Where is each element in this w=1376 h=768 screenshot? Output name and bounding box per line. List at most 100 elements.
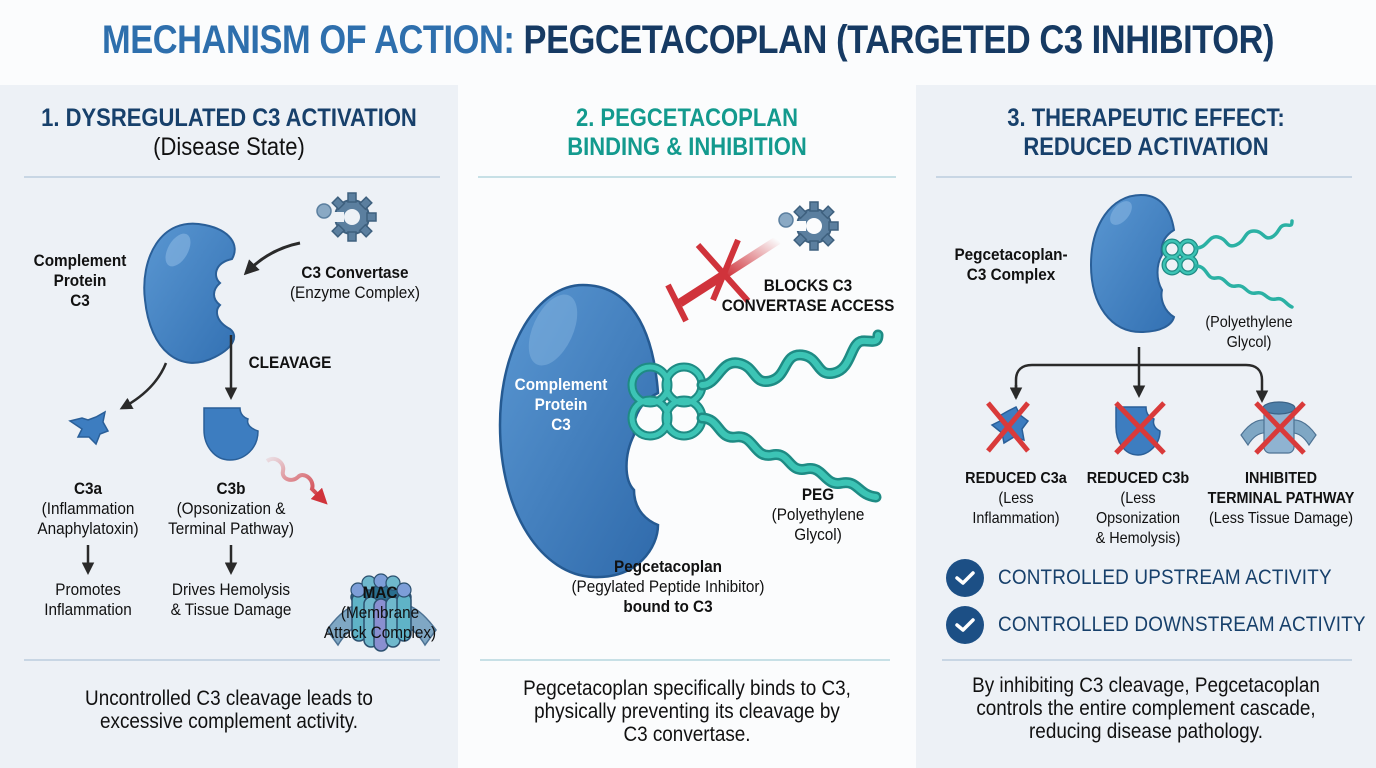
outcome-name: INHIBITED [1245,470,1317,487]
check-text: CONTROLLED DOWNSTREAM ACTIVITY [998,613,1366,636]
blocks-label-line: BLOCKS C3 [763,276,853,295]
heading-line: 3. THERAPEUTIC EFFECT: [1007,104,1285,132]
pegcetacoplan-label: Pegcetacoplan (Pegylated Peptide Inhibit… [551,557,785,617]
c3-label-line: Protein [53,271,107,290]
check-item-downstream: CONTROLLED DOWNSTREAM ACTIVITY [946,606,1376,644]
divider [480,659,890,661]
page-title: MECHANISM OF ACTION: PEGCETACOPLAN (TARG… [96,18,1279,63]
c3a-effect-line: Promotes [55,580,121,599]
panel-disease-state: 1. DYSREGULATED C3 ACTIVATION (Disease S… [0,85,458,768]
panel-2-diagram [498,201,884,579]
footer-line: Uncontrolled C3 cleavage leads to [85,687,373,710]
peg-name: PEG [801,485,835,504]
c3a-name: C3a [73,479,103,498]
complex-label: Pegcetacoplan- C3 Complex [944,245,1079,285]
complex-label-line: C3 Complex [966,265,1056,284]
c3a-fragment-shape [68,410,110,446]
footer-line: By inhibiting C3 cleavage, Pegcetacoplan [972,674,1320,697]
reduced-c3a-icon [986,401,1030,453]
c3b-effect-line: Drives Hemolysis [171,580,291,599]
footer-line: C3 convertase. [623,723,751,746]
c3b-fragment-shape [203,407,259,461]
check-item-upstream: CONTROLLED UPSTREAM ACTIVITY [946,559,1369,597]
panel-1-heading: 1. DYSREGULATED C3 ACTIVATION (Disease S… [27,104,430,162]
red-activation-arrow [265,456,328,505]
peg-chain-icon [696,329,884,503]
convertase-gear-icon [778,201,839,251]
outcome-desc: (Less [1120,490,1156,507]
peptide-knot-icon [1162,239,1198,275]
c3-label: Complement Protein C3 [26,251,134,311]
divider [936,176,1352,178]
mac-pore-icon [326,573,437,652]
title-part-1: MECHANISM OF ACTION: [101,18,515,62]
convertase-name: C3 Convertase [301,263,409,282]
drug-desc: (Pegylated Peptide Inhibitor) [571,577,765,596]
c3b-name: C3b [216,479,246,498]
highlight [1110,201,1132,225]
mac-desc: Attack Complex) [323,623,437,642]
divider [942,659,1352,661]
panel-3-footer: By inhibiting C3 cleavage, Pegcetacoplan… [939,674,1353,743]
c3a-effect: Promotes Inflammation [27,580,149,620]
panel-binding-inhibition: 2. PEGCETACOPLAN BINDING & INHIBITION [458,85,916,768]
reduced-c3b-icon [1114,401,1166,456]
panel-3-diagram [986,193,1317,456]
outcome-inhibited-terminal: INHIBITED TERMINAL PATHWAY (Less Tissue … [1205,469,1358,529]
peg-desc: (Polyethylene [771,505,865,524]
panel-2-footer: Pegcetacoplan specifically binds to C3, … [481,677,893,746]
outcome-name: REDUCED C3a [965,470,1067,487]
heading-line: REDUCED ACTIVATION [1023,133,1269,161]
arrow-convertase-to-c3 [243,241,301,276]
divider [24,659,440,661]
panel-1-heading-text: 1. DYSREGULATED C3 ACTIVATION [41,104,417,132]
mac-name: MAC [362,583,398,602]
c3-label: Complement Protein C3 [503,375,620,435]
blocks-label: BLOCKS C3 CONVERTASE ACCESS [709,276,907,316]
arrow-cleavage-c3a [119,362,168,410]
footer-line: excessive complement activity. [99,710,359,733]
highlight [165,233,191,267]
blocks-label-line: CONVERTASE ACCESS [721,296,895,315]
drug-name: Pegcetacoplan [614,557,722,576]
outcome-reduced-c3b: REDUCED C3b (Less Opsonization & Hemolys… [1079,469,1198,549]
c3b-label: C3b (Opsonization & Terminal Pathway) [165,479,296,539]
check-text: CONTROLLED UPSTREAM ACTIVITY [998,566,1332,589]
footer-line: controls the entire complement cascade, [976,697,1316,720]
checkmark-icon [946,606,984,644]
panel-1-subheading: (Disease State) [153,133,305,161]
footer-line: reducing disease pathology. [1029,720,1263,743]
heading-line: 2. PEGCETACOPLAN [575,104,799,132]
drug-bound: bound to C3 [623,597,713,616]
c3-label-line: C3 [551,415,571,434]
branch-arrows [1009,347,1269,403]
divider [478,176,896,178]
peg-desc: (Polyethylene [1205,314,1293,331]
footer-line: physically preventing its cleavage by [534,700,840,723]
c3b-desc: Terminal Pathway) [168,519,294,538]
peg-desc: Glycol) [1226,334,1272,351]
complex-label-line: Pegcetacoplan- [954,245,1068,264]
c3b-desc: (Opsonization & [176,499,286,518]
outcome-reduced-c3a: REDUCED C3a (Less Inflammation) [949,469,1084,529]
c3a-effect-line: Inflammation [44,600,132,619]
outcome-desc: Opsonization [1095,510,1181,527]
inhibited-mac-icon [1240,401,1317,455]
convertase-label: C3 Convertase (Enzyme Complex) [279,263,432,303]
peg-label: (Polyethylene Glycol) [1200,313,1299,353]
peg-desc: Glycol) [794,525,842,544]
c3-label-line: Protein [534,395,588,414]
c3-protein-shape [498,283,660,579]
footer-line: Pegcetacoplan specifically binds to C3, [523,677,851,700]
c3a-desc: (Inflammation [41,499,135,518]
panel-1-diagram [68,192,437,652]
panel-therapeutic-effect: 3. THERAPEUTIC EFFECT: REDUCED ACTIVATIO… [916,85,1376,768]
heading-line: BINDING & INHIBITION [567,133,807,161]
c3-protein-shape [1089,193,1176,334]
outcome-desc: (Less Tissue Damage) [1208,510,1354,527]
outcome-name: REDUCED C3b [1086,470,1190,487]
c3-label-line: C3 [70,291,90,310]
outcome-desc: Inflammation) [972,510,1060,527]
peg-chain-icon [1194,219,1294,309]
highlight [528,294,578,366]
